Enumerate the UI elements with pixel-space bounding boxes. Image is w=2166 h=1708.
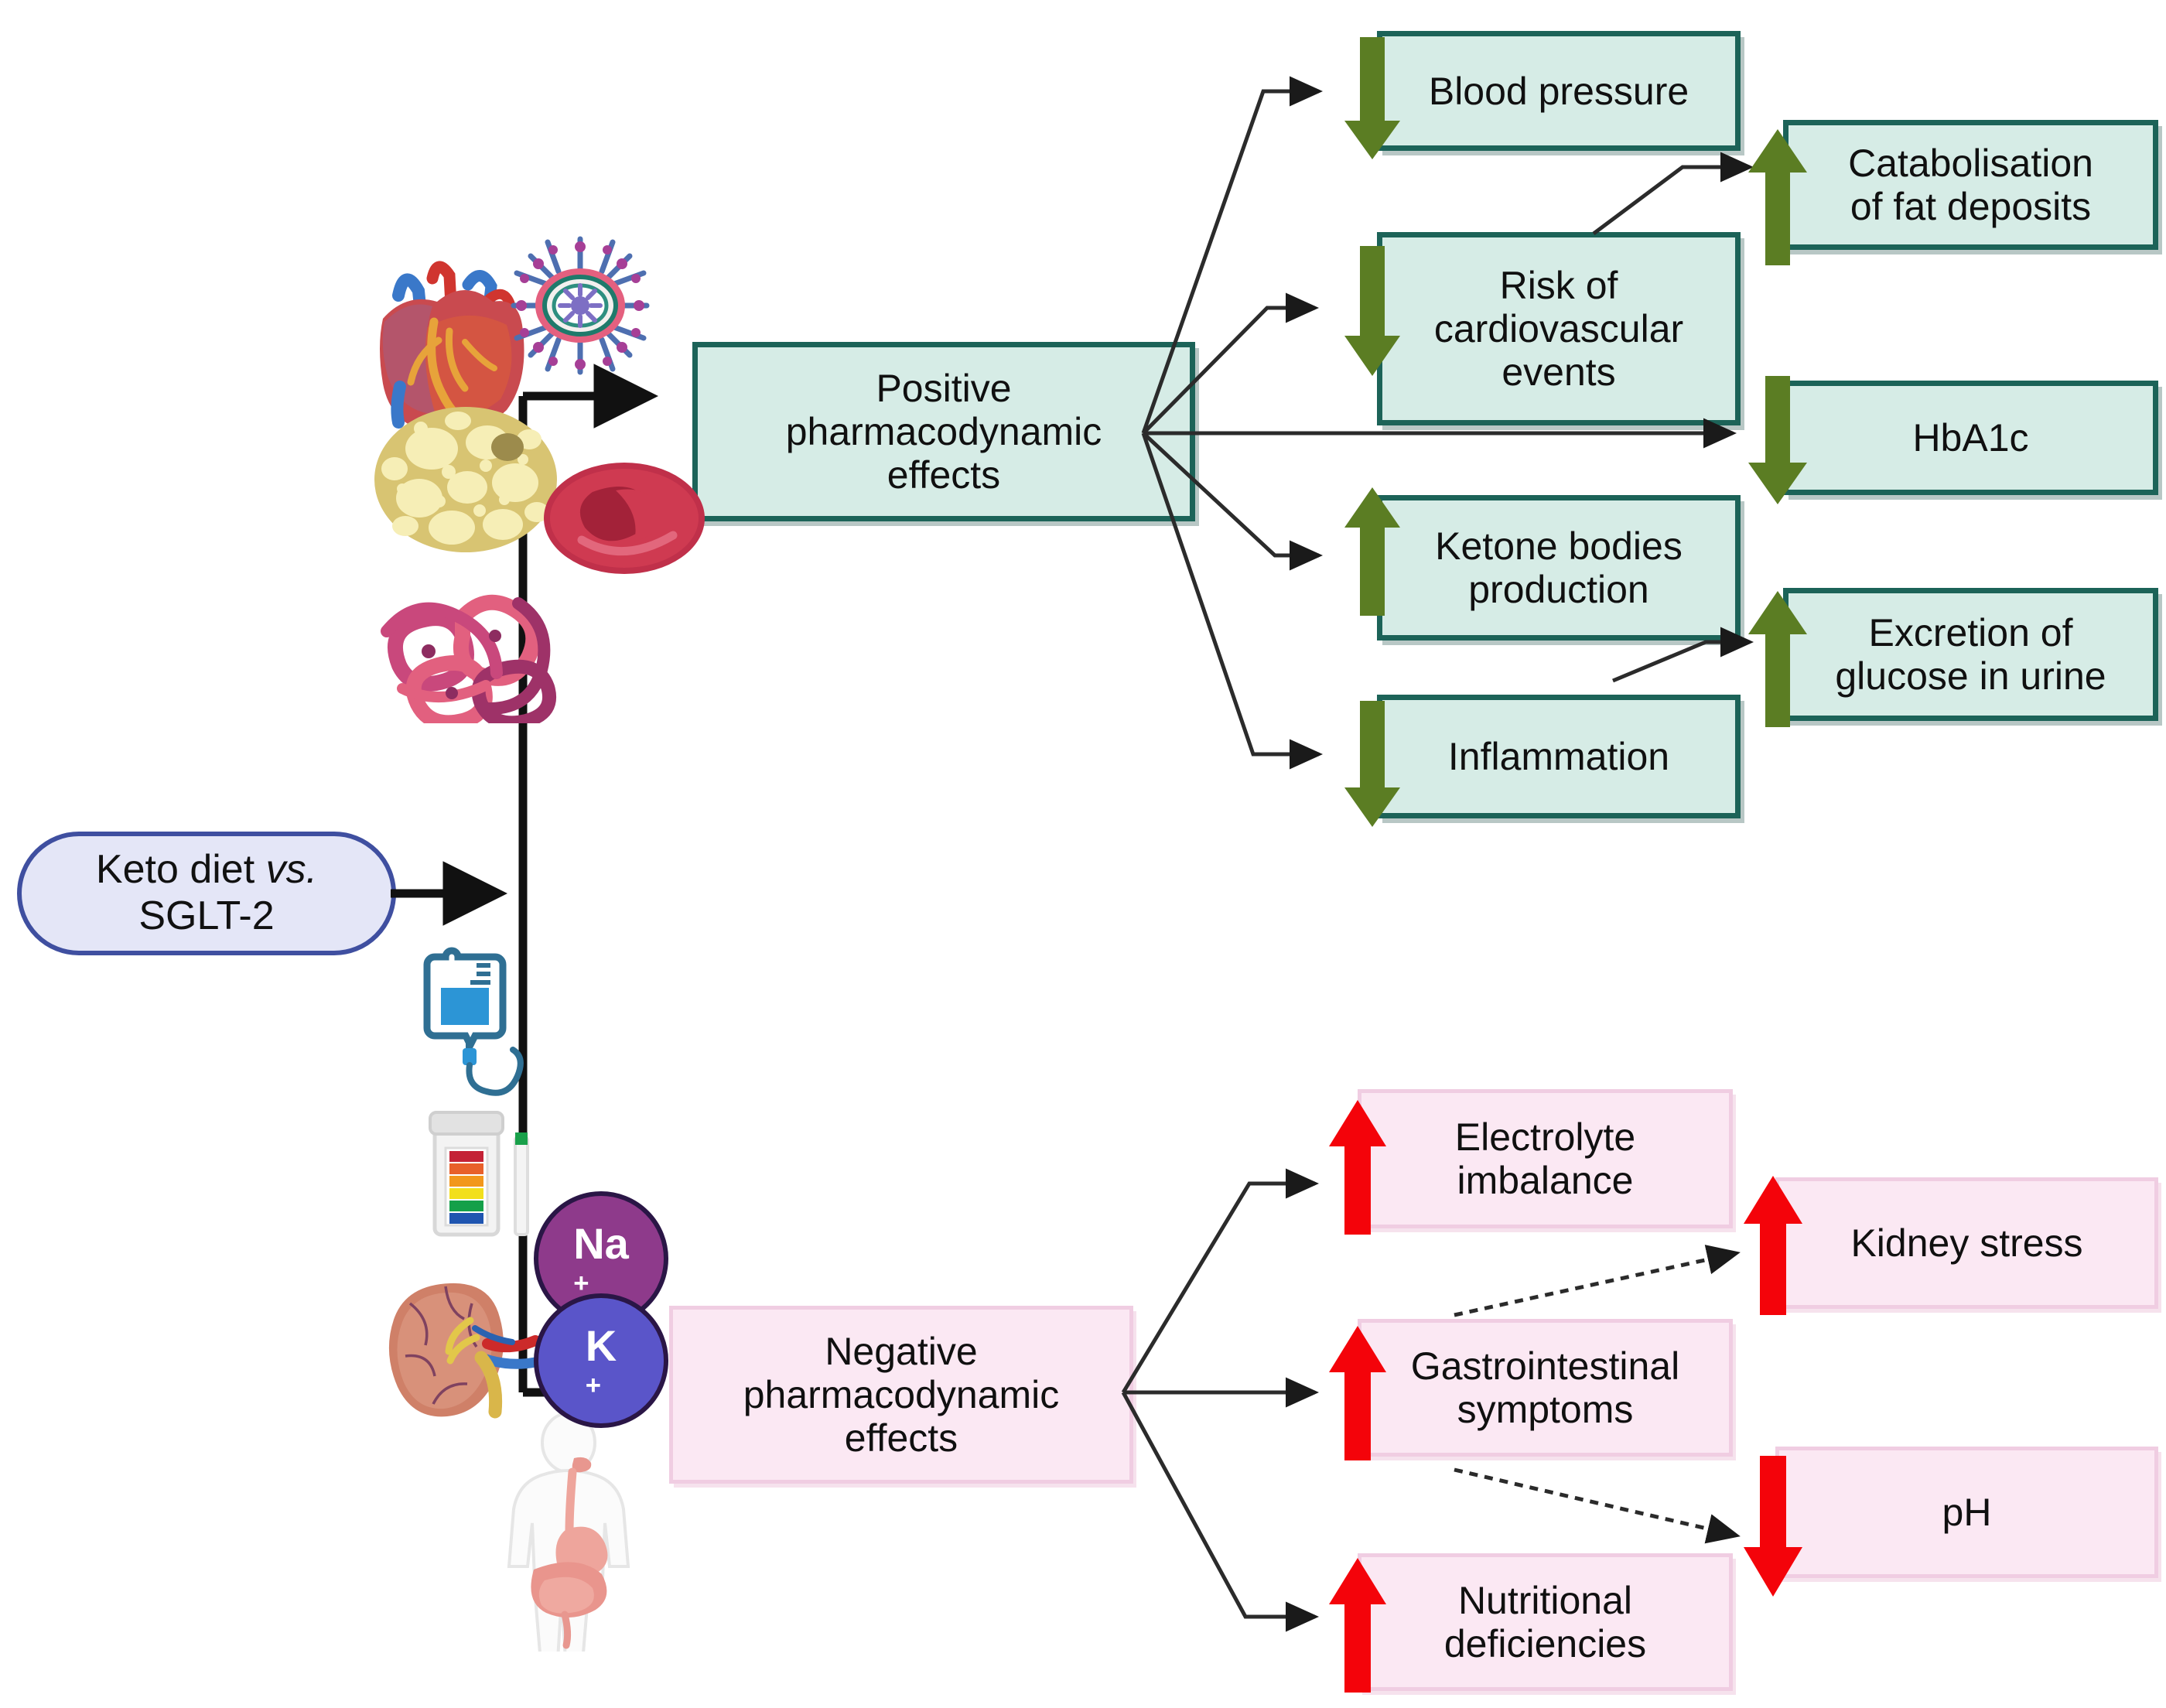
kidney-illustration [379,1272,549,1427]
outcome-inflammation[interactable]: Inflammation [1377,695,1741,818]
up-arrow-icon [1742,1174,1804,1317]
outcome-inflammation-label: Inflammation [1447,735,1670,778]
outcome-ph[interactable]: pH [1775,1447,2158,1578]
red-blood-cell-illustration [542,456,708,580]
digestive-system-illustration [480,1412,658,1652]
outcome-glucose-excretion[interactable]: Excretion of glucose in urine [1783,588,2158,721]
up-arrow-icon [1327,1098,1388,1236]
outcome-electrolyte-line1: Electrolyte [1454,1115,1636,1159]
outcome-nutritional-line2: deficiencies [1443,1622,1647,1665]
wire-gi-to-ph [1454,1467,1741,1544]
wire-ketone-to-glucose-excretion [1612,627,1754,683]
outcome-gi-line1: Gastrointestinal [1410,1344,1680,1388]
down-arrow-icon [1747,376,1809,506]
fat-cell-illustration [371,402,561,557]
down-arrow-icon [1343,37,1402,161]
sodium-symbol: Na [573,1219,629,1268]
up-arrow-icon [1327,1324,1388,1462]
root-label-vs: vs. [265,847,318,893]
down-arrow-icon [1742,1456,1804,1598]
outcome-electrolyte-line2: imbalance [1457,1159,1634,1202]
outcome-electrolyte-imbalance[interactable]: Electrolyte imbalance [1358,1089,1733,1228]
urine-test-strip-illustration [418,1098,553,1253]
heart-illustration [352,248,545,441]
outcome-kidney-stress-label: Kidney stress [1850,1221,2083,1265]
potassium-charge: + [585,1371,602,1400]
positive-line2: pharmacodynamic [785,410,1102,453]
negative-line1: Negative [825,1330,978,1373]
outcome-cv-risk-line3: events [1502,350,1616,394]
down-arrow-icon [1343,246,1402,377]
outcome-cv-risk-line1: Risk of [1499,264,1618,307]
positive-line1: Positive [876,367,1012,410]
outcome-hba1c[interactable]: HbA1c [1783,381,2158,495]
positive-effects-box[interactable]: Positive pharmacodynamic effects [692,342,1195,521]
sodium-charge: + [573,1269,589,1298]
wire-gi-to-kidney-stress [1454,1245,1741,1317]
outcome-gi-symptoms[interactable]: Gastrointestinal symptoms [1358,1319,1733,1457]
outcome-cv-risk-line2: cardiovascular [1433,307,1684,350]
outcome-blood-pressure-label: Blood pressure [1428,69,1689,113]
potassium-symbol: K [585,1321,617,1370]
negative-line2: pharmacodynamic [743,1373,1060,1416]
outcome-nutritional-line1: Nutritional [1457,1579,1633,1622]
root-label-line1: Keto diet [95,847,266,893]
blood-vessel-network-illustration [371,580,565,723]
outcome-cv-risk[interactable]: Risk of cardiovascular events [1377,232,1741,425]
outcome-ph-label: pH [1942,1491,1992,1534]
up-arrow-icon [1747,128,1809,267]
sodium-ion-icon: Na+ [534,1191,668,1326]
outcome-gi-line2: symptoms [1457,1388,1634,1431]
inflammation-cell-illustration [495,220,665,391]
down-arrow-icon [1343,701,1402,828]
potassium-ion-icon: K+ [534,1293,668,1428]
outcome-fat-catabolisation[interactable]: Catabolisation of fat deposits [1783,120,2158,250]
outcome-kidney-stress[interactable]: Kidney stress [1775,1177,2158,1309]
up-arrow-icon [1747,589,1809,729]
iv-drip-illustration [402,940,557,1106]
negative-line3: effects [844,1416,958,1460]
outcome-fat-line2: of fat deposits [1850,185,2092,228]
wire-neg-nutritional [1121,1391,1320,1632]
outcome-nutritional-deficiencies[interactable]: Nutritional deficiencies [1358,1553,1733,1691]
positive-line3: effects [887,453,1001,497]
outcome-glucose-line2: glucose in urine [1835,654,2106,698]
up-arrow-icon [1343,486,1402,617]
outcome-hba1c-label: HbA1c [1912,416,2029,459]
outcome-ketone-bodies[interactable]: Ketone bodies production [1377,495,1741,640]
wire-cvrisk-to-catabolisation [1592,152,1754,236]
up-arrow-icon [1327,1556,1388,1694]
negative-effects-box[interactable]: Negative pharmacodynamic effects [669,1306,1133,1484]
outcome-ketone-line1: Ketone bodies [1435,524,1683,568]
outcome-blood-pressure[interactable]: Blood pressure [1377,31,1741,151]
outcome-ketone-line2: production [1468,568,1649,611]
outcome-glucose-line1: Excretion of [1868,611,2073,654]
wire-neg-electrolyte [1121,1168,1320,1394]
root-label-line2: SGLT-2 [138,893,275,938]
outcome-fat-line1: Catabolisation [1848,142,2093,185]
root-node[interactable]: Keto diet vs. SGLT-2 [17,832,396,955]
